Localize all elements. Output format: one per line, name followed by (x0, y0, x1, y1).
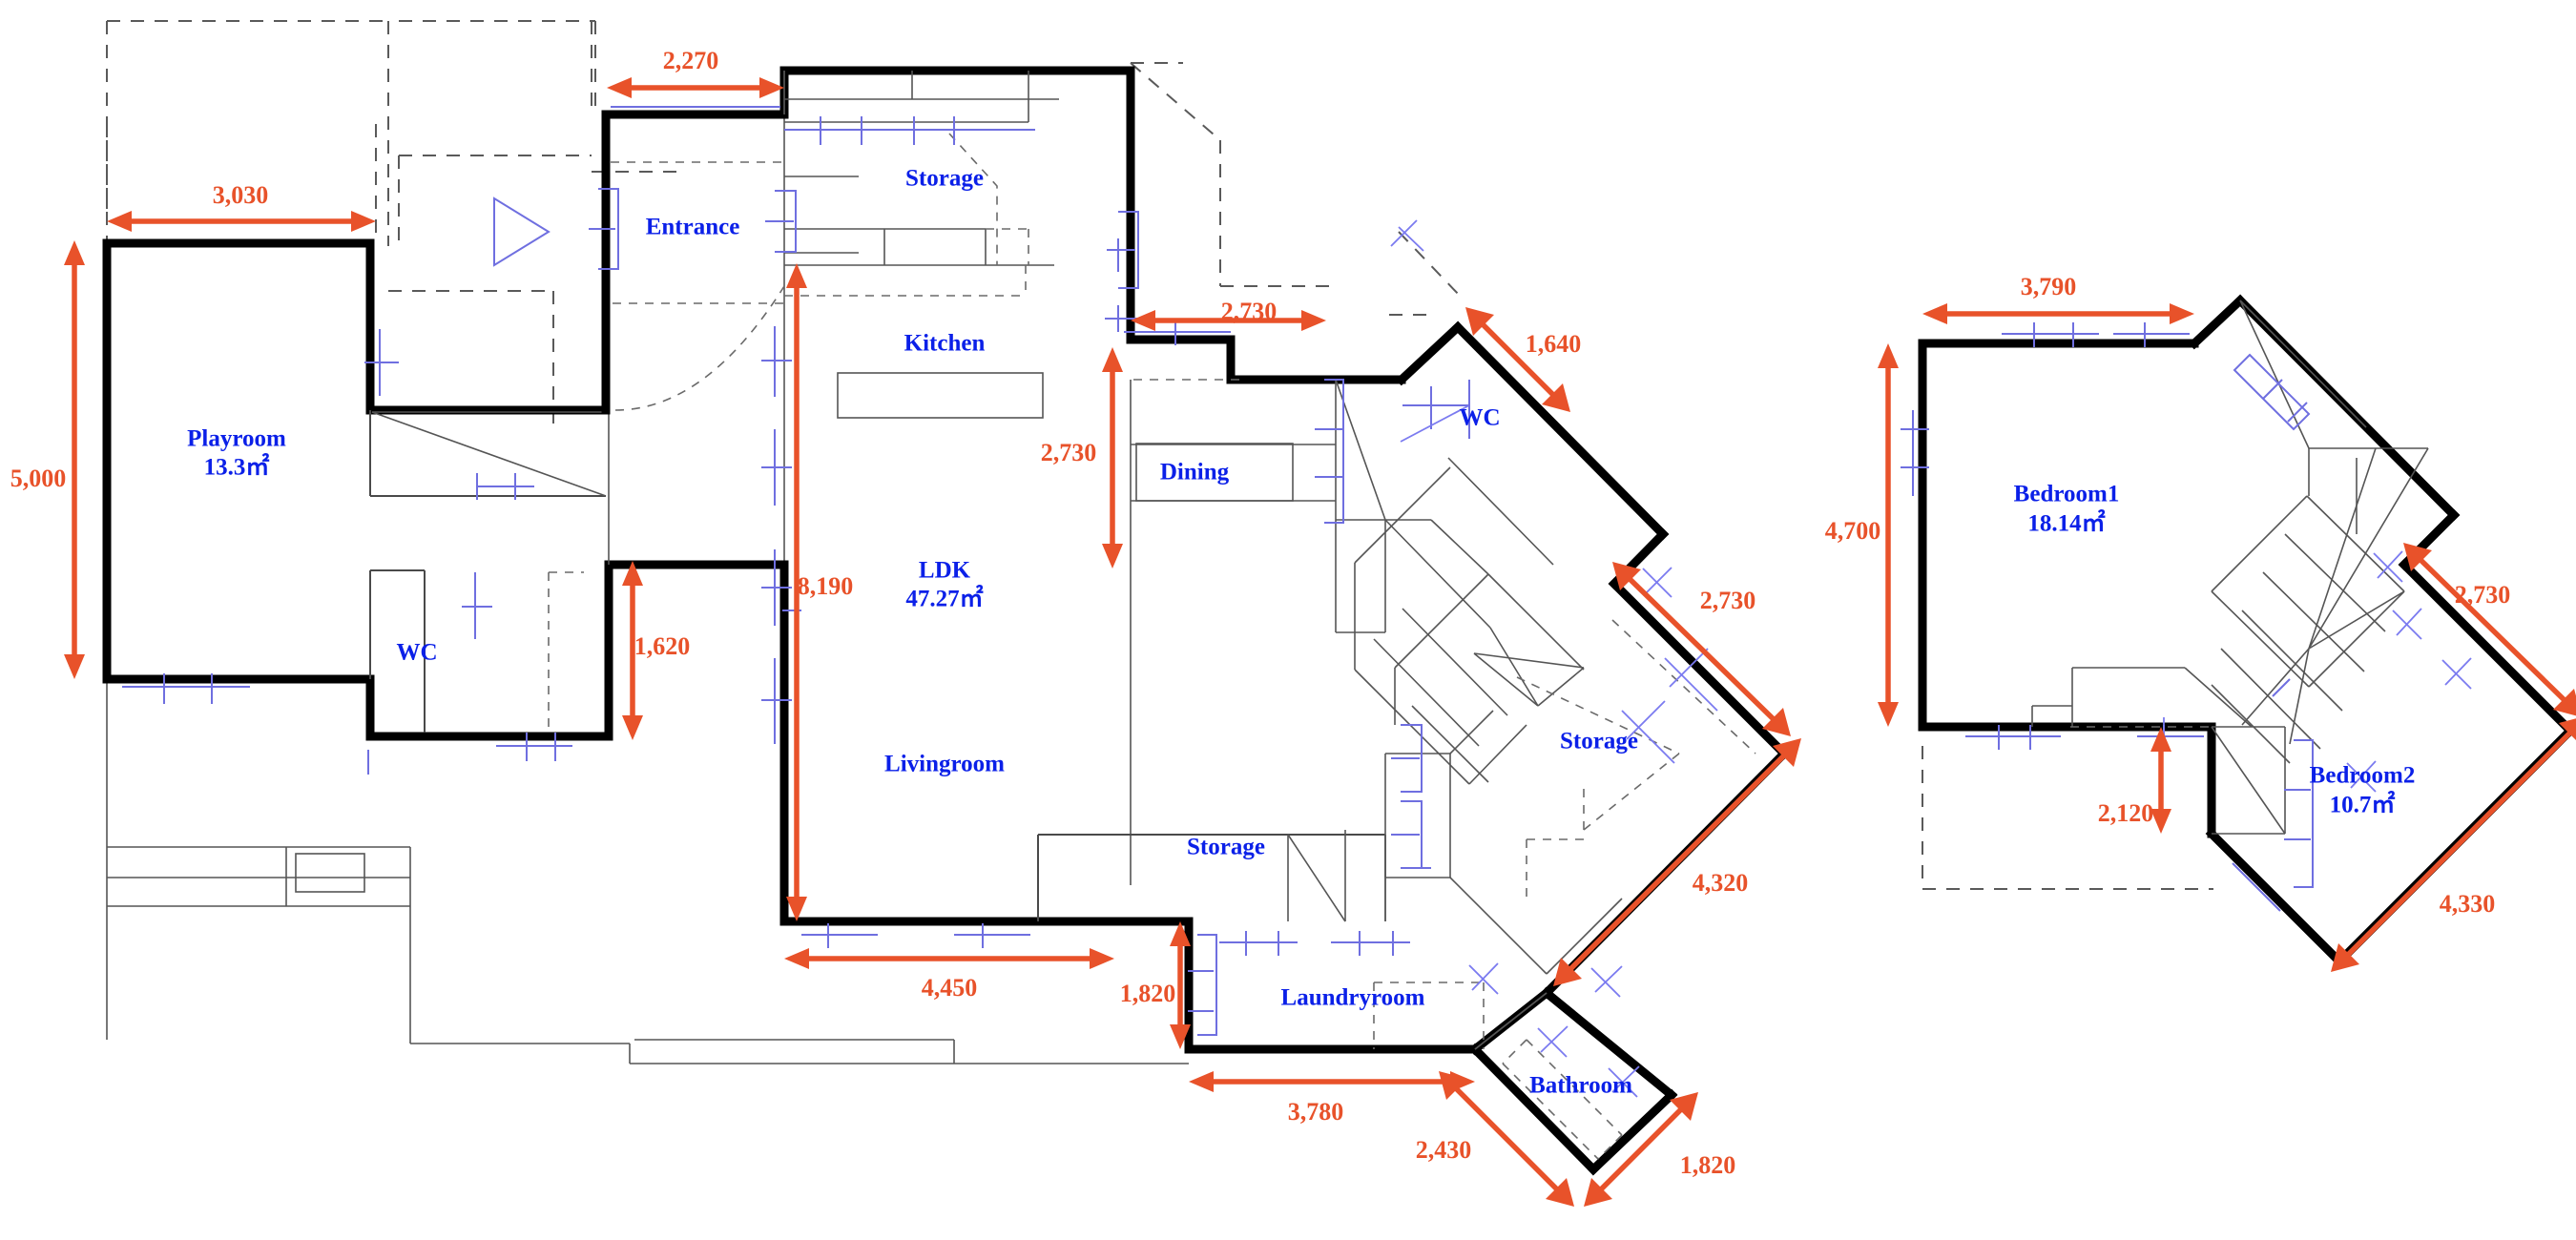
dim-label: 2,730 (2455, 581, 2511, 609)
bathroom-wall-b (1587, 1088, 1678, 1176)
dim-label: 4,450 (922, 974, 978, 1002)
wc-diagonal-wall-b (1451, 320, 1670, 541)
dimension-4700: 4,700 (1825, 343, 1899, 727)
dim-label: 4,320 (1693, 869, 1749, 897)
stair-hatch (1354, 457, 1585, 785)
bathroom-wall-c (1540, 986, 1678, 1102)
kitchen-counter (837, 372, 1044, 419)
dim-label: 4,700 (1825, 517, 1881, 545)
dimension-1820-a: 1,820 (1120, 921, 1191, 1049)
dimension-2430: 2,430 (1416, 1071, 1574, 1207)
room-label-playroom: Playroom (187, 426, 286, 452)
room-label-bedroom2: Bedroom2 (2310, 763, 2416, 789)
dim-label: 1,820 (1680, 1151, 1736, 1179)
dim-label: 2,270 (663, 47, 719, 74)
dining-table (1135, 443, 1294, 502)
wc-wall-bottom (365, 674, 613, 741)
dim-label: 2,730 (1221, 298, 1278, 325)
room-label-storage-right: Storage (1560, 729, 1638, 754)
dim-label: 8,190 (798, 572, 854, 600)
room-label-dining: Dining (1160, 460, 1230, 486)
dimension-4330: 4,330 (2331, 718, 2576, 972)
dimension-5000: 5,000 (10, 240, 85, 679)
room-label-ldk: LDK (919, 558, 971, 584)
room-area-bedroom2: 10.7㎡ (2330, 791, 2396, 818)
dimension-1640: 1,640 (1465, 307, 1581, 412)
dimension-4320: 4,320 (1553, 738, 1801, 986)
dim-label: 2,730 (1700, 587, 1756, 614)
playroom-wall-left-bottom (102, 238, 375, 684)
room-label-entrance: Entrance (646, 215, 740, 240)
room-label-wc2: WC (1459, 405, 1500, 431)
dimension-2270: 2,270 (607, 47, 784, 98)
wc-diagonal-wall-a (1395, 320, 1465, 386)
dimension-2120: 2,120 (2098, 727, 2171, 834)
dim-label: 3,780 (1288, 1098, 1344, 1126)
dimension-3030: 3,030 (106, 124, 377, 237)
stairs-hatch (2211, 447, 2429, 764)
dimension-2730-d: 2,730 (2403, 543, 2576, 716)
bathroom-wall-a (1468, 1043, 1600, 1176)
room-label-kitchen: Kitchen (904, 331, 986, 357)
dimension-3790: 3,790 (1922, 273, 2194, 324)
storage-diagonal-wall-a (1608, 577, 1791, 760)
dimension-2730-b: 2,730 (1041, 347, 1123, 568)
dimension-2730-a: 2,730 (1131, 298, 1326, 331)
room-label-storage-mid: Storage (1187, 835, 1265, 860)
room-label-laundryroom: Laundryroom (1281, 985, 1425, 1011)
room-label-storage-top: Storage (905, 166, 984, 192)
first-floor-plan-group: 3,030 2,270 5,000 1,620 8,190 (10, 20, 1801, 1207)
dimension-2730-c: 2,730 (1612, 562, 1791, 736)
dimension-4450: 4,450 (784, 948, 1114, 1002)
room-area-playroom: 13.3㎡ (204, 453, 270, 481)
dim-label: 2,120 (2098, 799, 2154, 827)
dim-label: 3,030 (213, 181, 269, 209)
window-marks-blue (122, 106, 1718, 1098)
dim-label: 5,000 (10, 465, 67, 492)
dim-label: 1,640 (1526, 330, 1582, 358)
dim-label: 2,730 (1041, 439, 1097, 466)
bedroom1-diagonal-a (2188, 294, 2247, 350)
room-label-bedroom1: Bedroom1 (2014, 482, 2120, 507)
roof-outline-dashed (1130, 62, 1461, 316)
bedroom2-diagonal-a (2398, 558, 2576, 737)
triangle-direction-icon (493, 196, 551, 267)
dimension-3780: 3,780 (1189, 1071, 1475, 1126)
second-floor-plan-group: 3,790 4,700 2,730 2,120 4,330 (1825, 273, 2576, 972)
room-label-livingroom: Livingroom (884, 752, 1005, 777)
dim-label: 1,620 (634, 632, 691, 660)
dim-label: 4,330 (2440, 890, 2496, 918)
playroom-wall-top (102, 238, 375, 415)
dim-label: 1,820 (1120, 980, 1176, 1007)
site-boundary-dashed (106, 20, 685, 434)
window-marks-blue-2f (1901, 322, 2472, 912)
terrace-outline (106, 846, 1189, 1064)
room-label-wc1: WC (396, 640, 437, 666)
dimension-1620: 1,620 (622, 561, 690, 740)
room-area-bedroom1: 18.14㎡ (2027, 509, 2105, 537)
room-area-ldk: 47.27㎡ (905, 585, 983, 612)
dimension-1820-b: 1,820 (1584, 1092, 1735, 1207)
dim-label: 2,430 (1416, 1136, 1472, 1164)
bedroom2-diagonal-c (2205, 827, 2346, 968)
dim-label: 3,790 (2021, 273, 2077, 300)
room-label-bathroom: Bathroom (1529, 1073, 1632, 1099)
dimension-8190: 8,190 (786, 263, 853, 921)
